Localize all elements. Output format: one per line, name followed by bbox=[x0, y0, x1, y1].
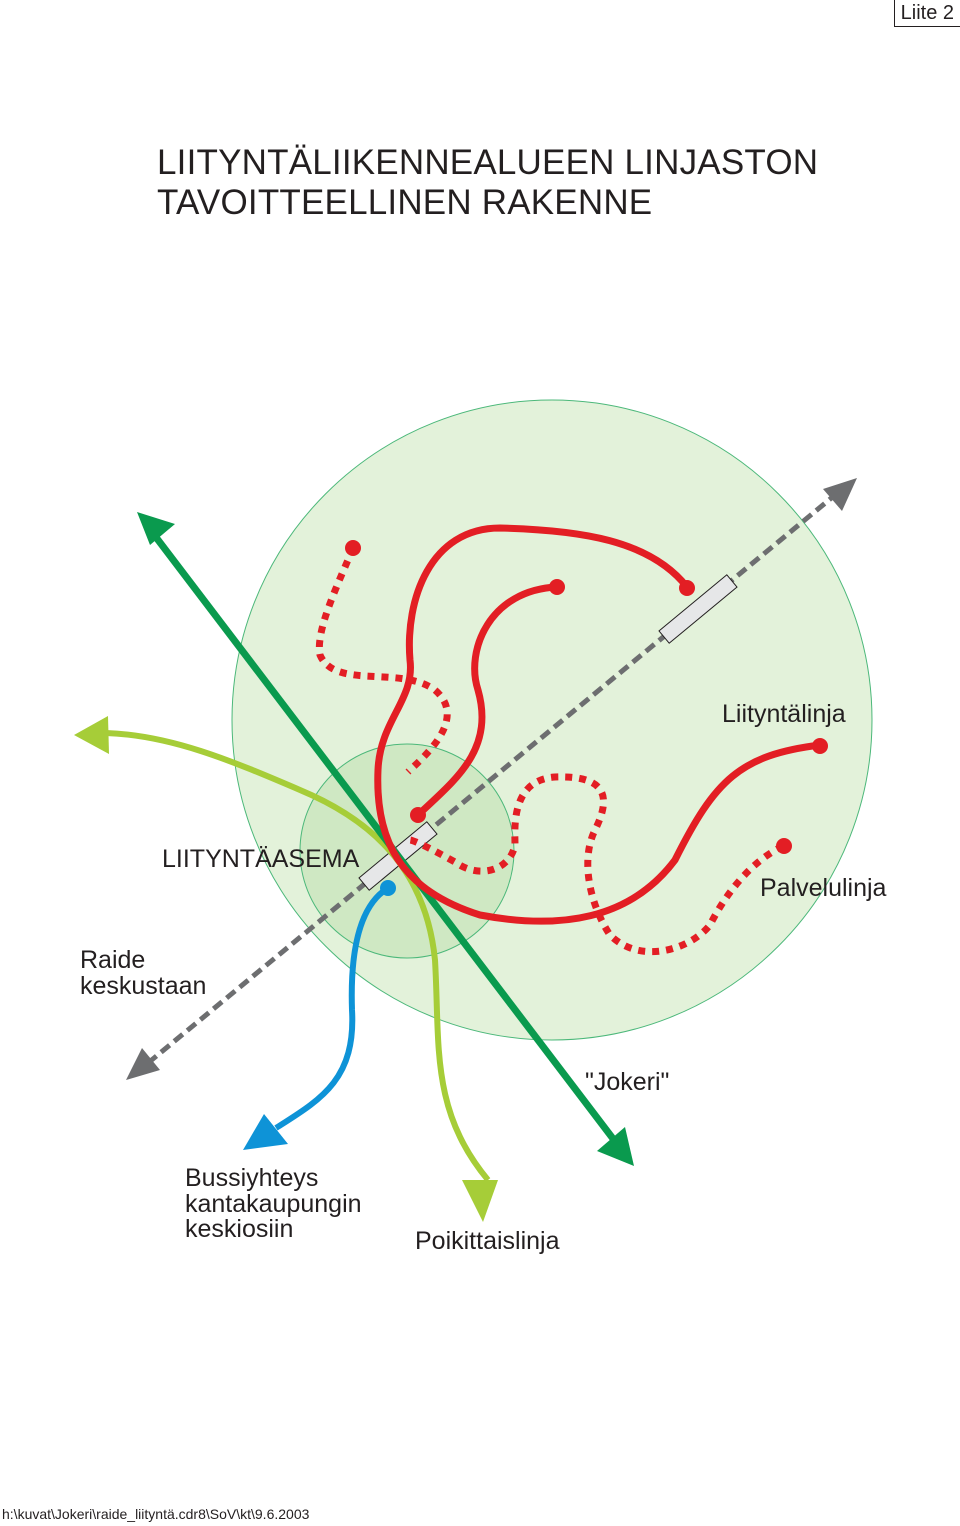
service-stop-east bbox=[776, 838, 792, 854]
cross-line-arrow-south bbox=[462, 1180, 498, 1222]
cross-line-arrow-west bbox=[74, 716, 109, 754]
rail-arrow-southwest bbox=[126, 1048, 160, 1080]
service-line-east bbox=[409, 773, 785, 956]
service-stop-west bbox=[345, 540, 361, 556]
feeder-stop-ne bbox=[679, 580, 695, 596]
feeder-stop-station bbox=[410, 807, 426, 823]
label-liityntaasema: LIITYNTÄASEMA bbox=[162, 845, 360, 873]
page-label: Liite 2 bbox=[893, 0, 960, 27]
label-bussi-line2: kantakaupungin bbox=[185, 1190, 362, 1218]
bus-line-path bbox=[274, 885, 390, 1131]
feeder-stop-inner bbox=[549, 579, 565, 595]
file-path-footer: h:\kuvat\Jokeri\raide_liityntä.cdr8\SoV\… bbox=[2, 1506, 310, 1522]
label-raide-line2: keskustaan bbox=[80, 972, 206, 1000]
feeder-stop-east bbox=[812, 738, 828, 754]
label-liityntalinja: Liityntälinja bbox=[722, 700, 846, 728]
title-line-1: LIITYNTÄLIIKENNEALUEEN LINJASTON bbox=[157, 143, 819, 182]
feeder-line-north bbox=[374, 524, 821, 925]
bus-line-arrow bbox=[243, 1114, 288, 1150]
rail-arrow-northeast bbox=[823, 478, 857, 511]
label-jokeri: "Jokeri" bbox=[585, 1068, 669, 1096]
label-poikittaislinja: Poikittaislinja bbox=[415, 1227, 560, 1255]
jokeri-arrow-southeast bbox=[597, 1127, 634, 1166]
label-bussi-line1: Bussiyhteys bbox=[185, 1164, 318, 1192]
label-raide-line1: Raide bbox=[80, 946, 145, 974]
rail-station-upper bbox=[658, 574, 738, 644]
page-title: LIITYNTÄLIIKENNEALUEEN LINJASTON TAVOITT… bbox=[157, 143, 818, 223]
title-line-2: TAVOITTEELLINEN RAKENNE bbox=[157, 183, 653, 222]
feeder-line-inner bbox=[415, 583, 558, 818]
label-bussi-line3: keskiosiin bbox=[185, 1215, 293, 1243]
jokeri-arrow-northwest bbox=[137, 512, 175, 545]
label-palvelulinja: Palvelulinja bbox=[760, 874, 887, 902]
rail-line bbox=[146, 493, 837, 1065]
bus-line-stop bbox=[380, 880, 396, 896]
